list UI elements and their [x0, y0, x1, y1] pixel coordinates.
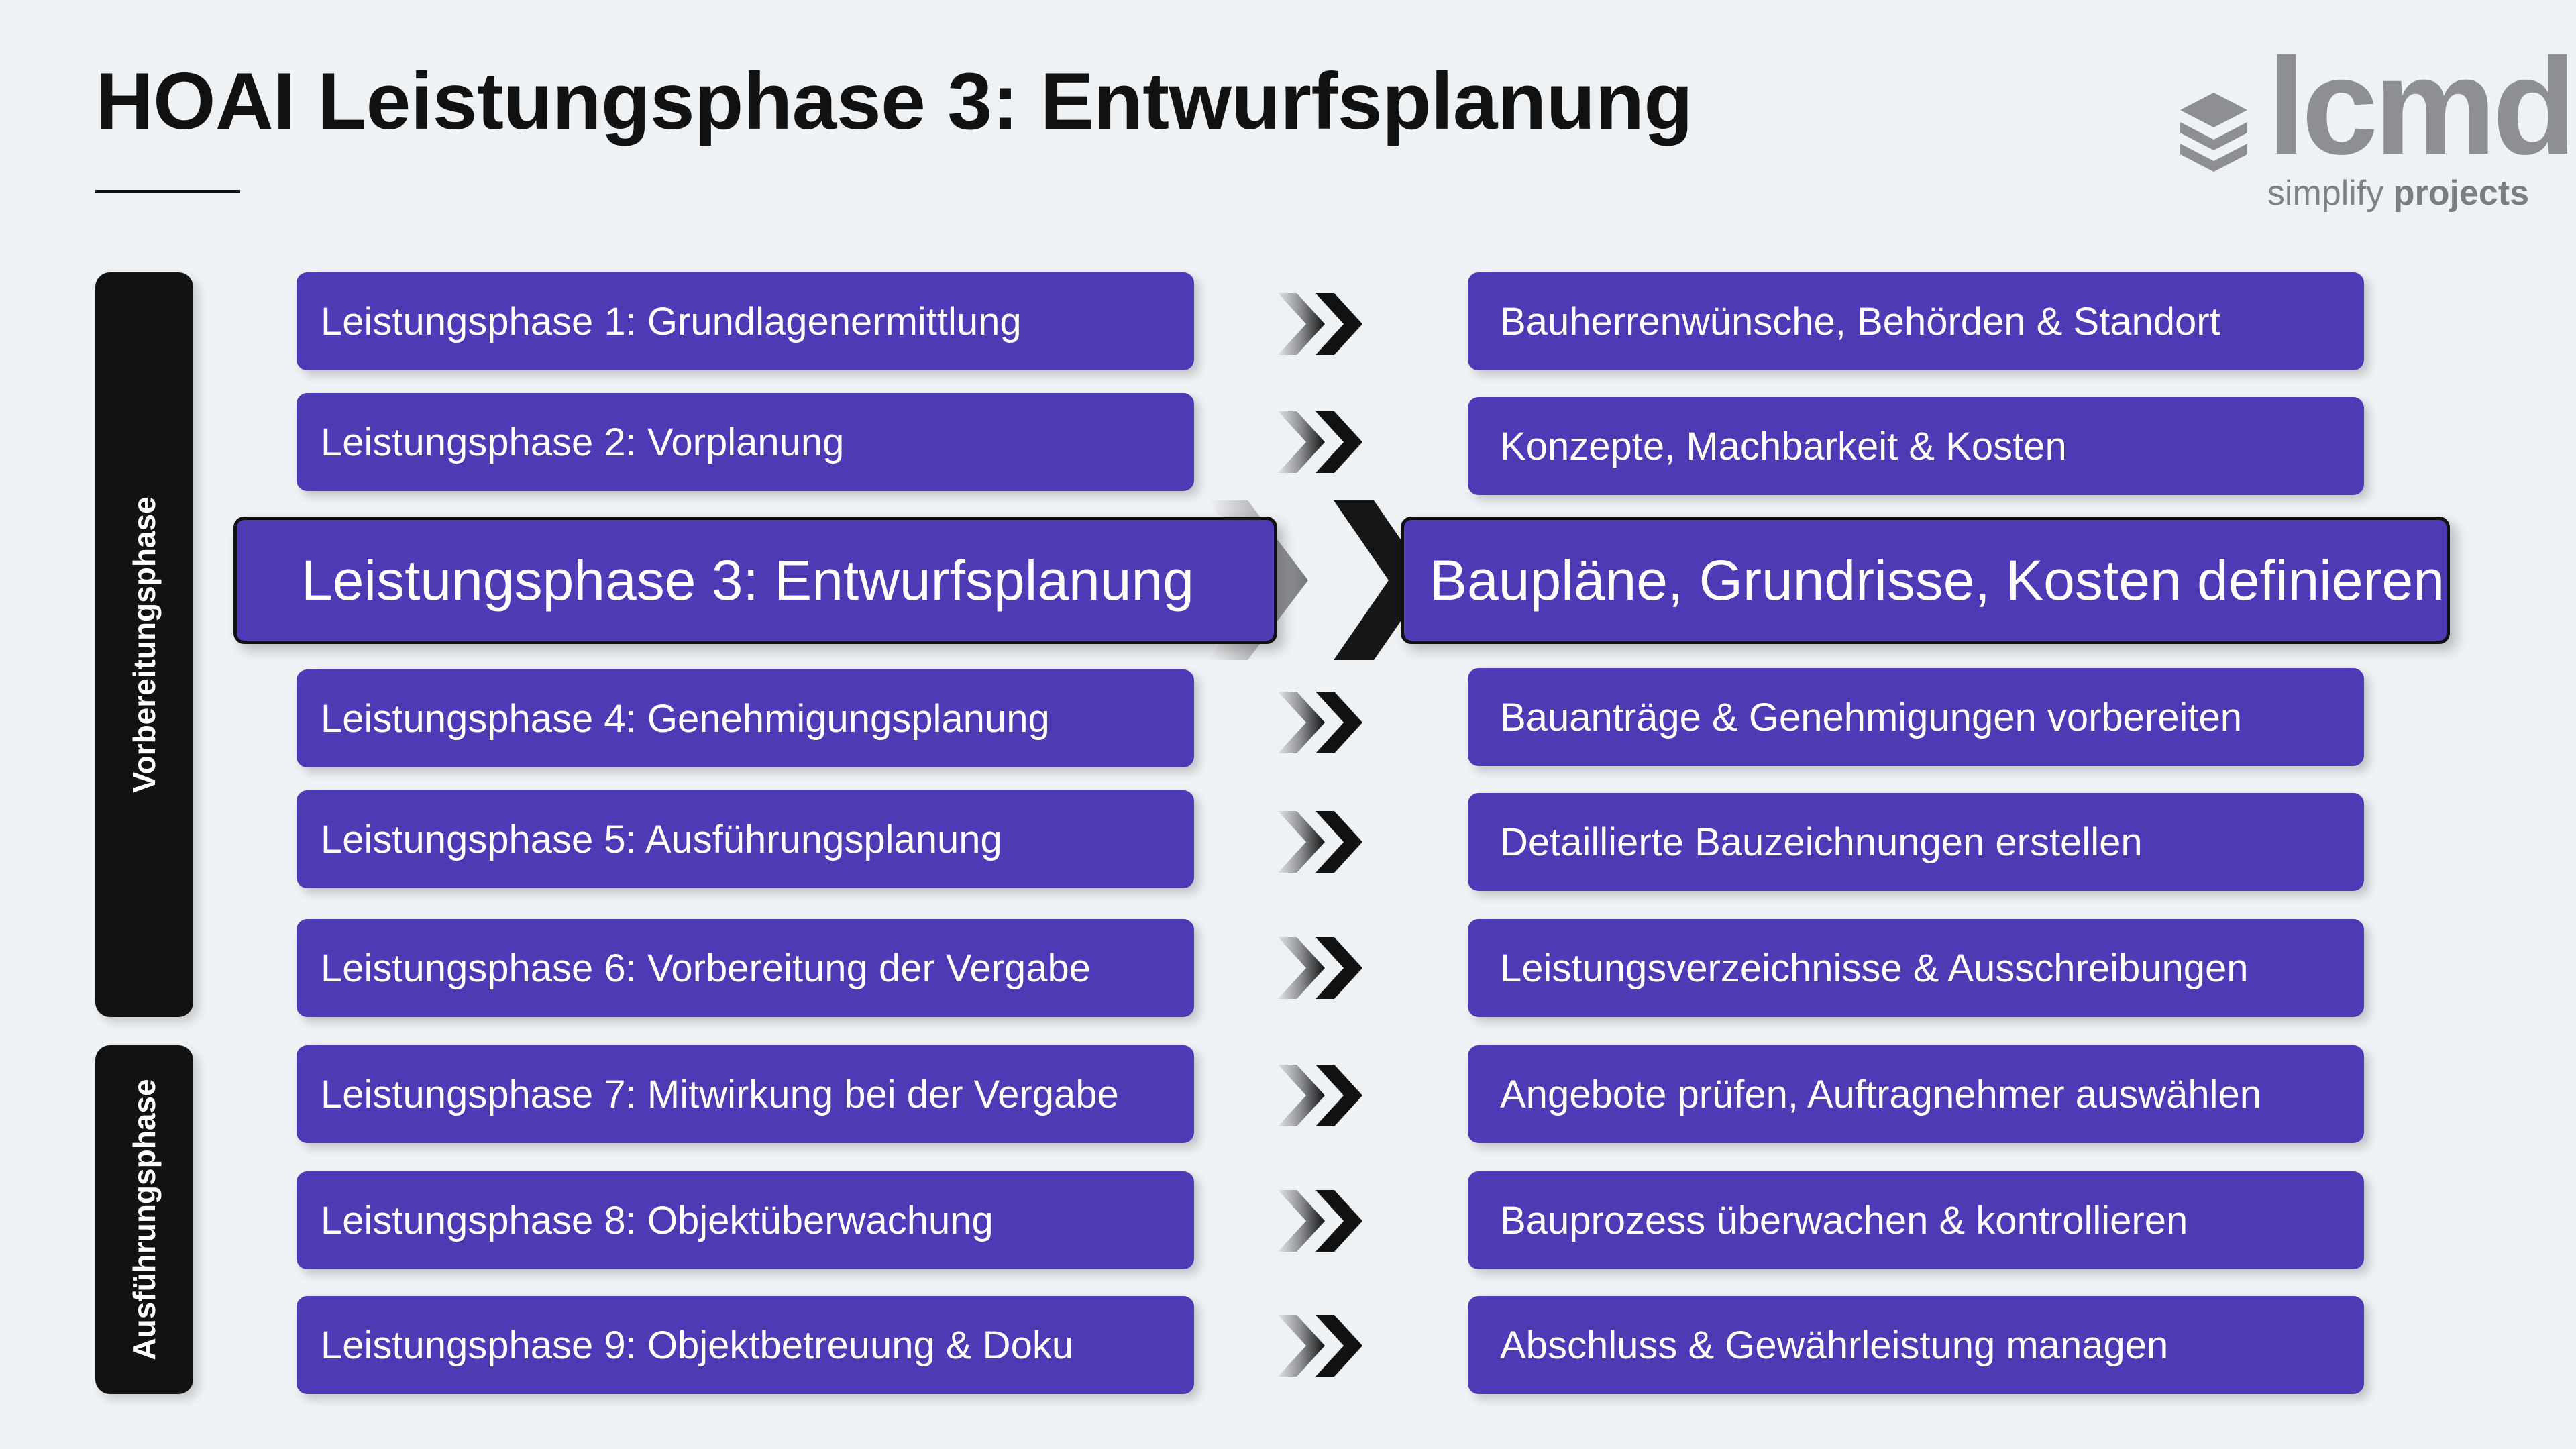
double-chevron-right-icon: [1278, 293, 1362, 355]
phase-box-9: Leistungsphase 9: Objektbetreuung & Doku: [297, 1296, 1194, 1394]
phase-box-6: Leistungsphase 6: Vorbereitung der Verga…: [297, 919, 1194, 1017]
description-box-7: Angebote prüfen, Auftragnehmer auswählen: [1468, 1045, 2364, 1143]
double-chevron-right-icon: [1278, 692, 1362, 753]
description-box-5: Detaillierte Bauzeichnungen erstellen: [1468, 793, 2364, 891]
group-label: Ausführungsphase: [127, 1079, 162, 1360]
stacked-layers-icon: [2180, 93, 2247, 172]
phase-box-7: Leistungsphase 7: Mitwirkung bei der Ver…: [297, 1045, 1194, 1143]
brand-tagline: simplify projects: [2267, 173, 2529, 213]
double-chevron-right-icon: [1278, 1190, 1362, 1252]
phase-box-8: Leistungsphase 8: Objektüberwachung: [297, 1171, 1194, 1269]
group-label: Vorbereitungsphase: [127, 496, 162, 793]
double-chevron-right-icon: [1278, 411, 1362, 473]
tagline-bold: projects: [2393, 174, 2529, 213]
description-box-4: Bauanträge & Genehmigungen vorbereiten: [1468, 668, 2364, 766]
phase-box-1: Leistungsphase 1: Grundlagenermittlung: [297, 272, 1194, 370]
description-box-9: Abschluss & Gewährleistung managen: [1468, 1296, 2364, 1394]
group-ausfuehrungsphase: Ausführungsphase: [95, 1045, 193, 1394]
page-title: HOAI Leistungsphase 3: Entwurfsplanung: [95, 56, 1693, 146]
description-box-2: Konzepte, Machbarkeit & Kosten: [1468, 397, 2364, 495]
description-box-3-active: Baupläne, Grundrisse, Kosten definieren: [1401, 517, 2450, 644]
description-box-8: Bauprozess überwachen & kontrollieren: [1468, 1171, 2364, 1269]
double-chevron-right-icon: [1278, 811, 1362, 873]
brand-wordmark: lcmd: [2267, 30, 2576, 183]
phase-box-5: Leistungsphase 5: Ausführungsplanung: [297, 790, 1194, 888]
group-vorbereitungsphase: Vorbereitungsphase: [95, 272, 193, 1017]
double-chevron-right-icon: [1278, 1315, 1362, 1377]
tagline-light: simplify: [2267, 174, 2384, 213]
description-box-6: Leistungsverzeichnisse & Ausschreibungen: [1468, 919, 2364, 1017]
double-chevron-right-icon: [1278, 937, 1362, 999]
brand-logo: lcmd simplify projects: [2174, 38, 2576, 221]
phase-box-3-active: Leistungsphase 3: Entwurfsplanung: [233, 517, 1277, 644]
phase-box-4: Leistungsphase 4: Genehmigungsplanung: [297, 669, 1194, 767]
double-chevron-right-icon: [1278, 1065, 1362, 1126]
phase-box-2: Leistungsphase 2: Vorplanung: [297, 393, 1194, 491]
description-box-1: Bauherrenwünsche, Behörden & Standort: [1468, 272, 2364, 370]
title-underline: [95, 190, 240, 193]
